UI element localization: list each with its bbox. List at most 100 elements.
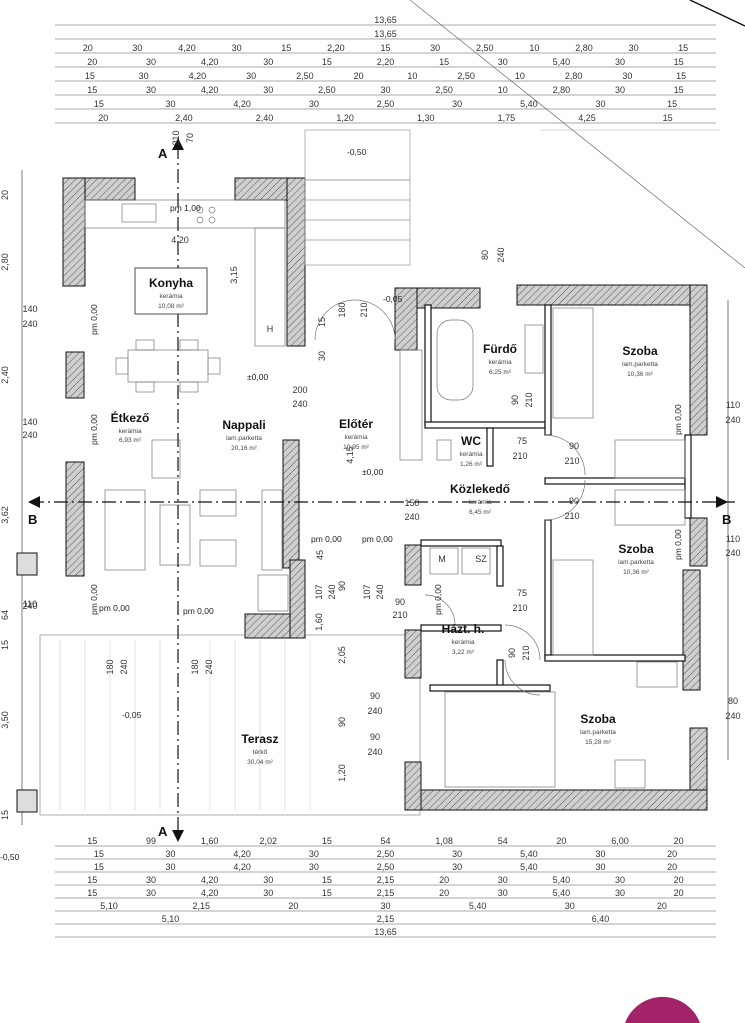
dimension-label: 1,20 — [336, 113, 354, 123]
room-label-wc: WC kerámia 1,26 m² — [459, 434, 483, 468]
section-label: A — [158, 824, 168, 839]
dimension-label: 2,50 — [377, 99, 395, 109]
room-floor: térkő — [253, 749, 268, 756]
dimension-label: 30 — [380, 85, 390, 95]
dimension-label: 30 — [246, 71, 256, 81]
dimension-label: 180 — [190, 659, 200, 674]
interior-walls — [420, 304, 692, 692]
room-label-furdo: Fürdő kerámia 6,25 m² — [483, 342, 517, 376]
dimension-label: 10 — [498, 85, 508, 95]
dimension-label: 2,50 — [476, 43, 494, 53]
dimension-label: 1,20 — [337, 764, 347, 782]
dimension-label: 80 — [728, 696, 738, 706]
bedroom-furniture — [429, 307, 686, 789]
room-name: Fürdő — [483, 342, 517, 356]
dimension-label: 30 — [595, 862, 605, 872]
dining-table — [115, 339, 221, 393]
dimension-label: 10 — [529, 43, 539, 53]
dimension-label: 5,10 — [162, 914, 180, 924]
level-mark: pm 0,00 — [673, 529, 683, 560]
room-name: Házt. h. — [442, 622, 485, 636]
room-name: Szoba — [618, 542, 654, 556]
dimension-label: 1,30 — [417, 113, 435, 123]
room-name: Szoba — [622, 344, 658, 358]
dimension-label: 30 — [309, 849, 319, 859]
dimension-label: 30 — [498, 875, 508, 885]
dimension-label: 20 — [87, 57, 97, 67]
room-area: 20,16 m² — [231, 445, 257, 452]
room-area: 6,25 m² — [489, 369, 512, 376]
room-label-etkezo: Étkező kerámia 6,93 m² — [111, 410, 150, 444]
section-arrow — [28, 496, 40, 508]
dimension-label: 4,20 — [233, 849, 251, 859]
dimension-label: 5,40 — [520, 849, 538, 859]
dimension-label: 2,02 — [259, 836, 277, 846]
dimension-label: 20 — [667, 849, 677, 859]
dimension-label: 240 — [327, 584, 337, 599]
dimension-label: 30 — [139, 71, 149, 81]
dimension-label: 13,65 — [374, 15, 397, 25]
roof-line — [409, 0, 745, 269]
dimension-label: 2,40 — [0, 366, 10, 384]
dimension-label: 240 — [725, 711, 740, 721]
dimension-label: 30 — [380, 901, 390, 911]
dimension-label: 30 — [165, 849, 175, 859]
level-mark: pm 0,00 — [89, 584, 99, 615]
dimension-label: 80 — [480, 250, 490, 260]
dimension-label: 240 — [404, 512, 419, 522]
room-floor: lam.parketta — [618, 559, 654, 566]
dimension-label: 90 — [507, 648, 517, 658]
terrace-outline — [39, 634, 421, 816]
kitchen-counter — [84, 199, 286, 347]
room-name: Közlekedő — [450, 482, 510, 496]
dimension-label: 30 — [146, 888, 156, 898]
dimension-label: H — [267, 324, 274, 334]
terrace-paving — [59, 640, 311, 810]
room-area: 1,26 m² — [460, 461, 483, 468]
living-furniture — [104, 439, 289, 612]
room-area: 6,93 m² — [119, 437, 142, 444]
dimension-label: 210 — [171, 130, 181, 145]
dimension-label: 1,08 — [435, 836, 453, 846]
dimension-label: 30 — [263, 85, 273, 95]
room-area: 3,22 m² — [452, 649, 475, 656]
dimension-label: 4,25 — [578, 113, 596, 123]
room-name: WC — [461, 434, 481, 448]
dimension-label: 210 — [512, 451, 527, 461]
dimension-label: 5,40 — [553, 57, 571, 67]
dimension-label: 2,15 — [192, 901, 210, 911]
dimension-label: 20 — [674, 836, 684, 846]
dimension-label: 2,15 — [377, 888, 395, 898]
dimension-label: 30 — [309, 99, 319, 109]
dimension-label: 4,15 — [345, 446, 355, 464]
dimension-label: 30 — [498, 57, 508, 67]
dimension-label: 15 — [322, 836, 332, 846]
dimension-label: 15 — [87, 875, 97, 885]
level-mark: ±0,00 — [247, 372, 268, 382]
room-label-haztartasi: Házt. h. kerámia 3,22 m² — [442, 622, 485, 656]
dimension-label: 90 — [370, 732, 380, 742]
dimension-label: 107 — [314, 584, 324, 599]
dimension-label: 4,20 — [201, 888, 219, 898]
section-arrow — [716, 496, 728, 508]
dimension-label: 30 — [622, 71, 632, 81]
dimension-label: 2,20 — [327, 43, 345, 53]
room-floor: kerámia — [459, 451, 483, 458]
dimension-label: 15 — [678, 43, 688, 53]
dimension-label: 15 — [87, 888, 97, 898]
left-dimension-labels: 202,801402402,401402403,6264151102403,50… — [0, 190, 38, 820]
dimension-label: 5,40 — [469, 901, 487, 911]
dimension-label: 2,20 — [377, 57, 395, 67]
room-area: 10,08 m² — [158, 303, 184, 310]
dimension-label: 15 — [322, 875, 332, 885]
dimension-label: 70 — [185, 133, 195, 143]
dimension-label: 10 — [515, 71, 525, 81]
room-area: 30,04 m² — [247, 759, 273, 766]
dimension-label: 90 — [569, 496, 579, 506]
level-mark: pm 0,00 — [433, 584, 443, 615]
dimension-label: 20 — [354, 71, 364, 81]
dimension-label: 30 — [595, 849, 605, 859]
dimension-label: 4,20 — [233, 99, 251, 109]
section-arrow — [172, 138, 184, 150]
